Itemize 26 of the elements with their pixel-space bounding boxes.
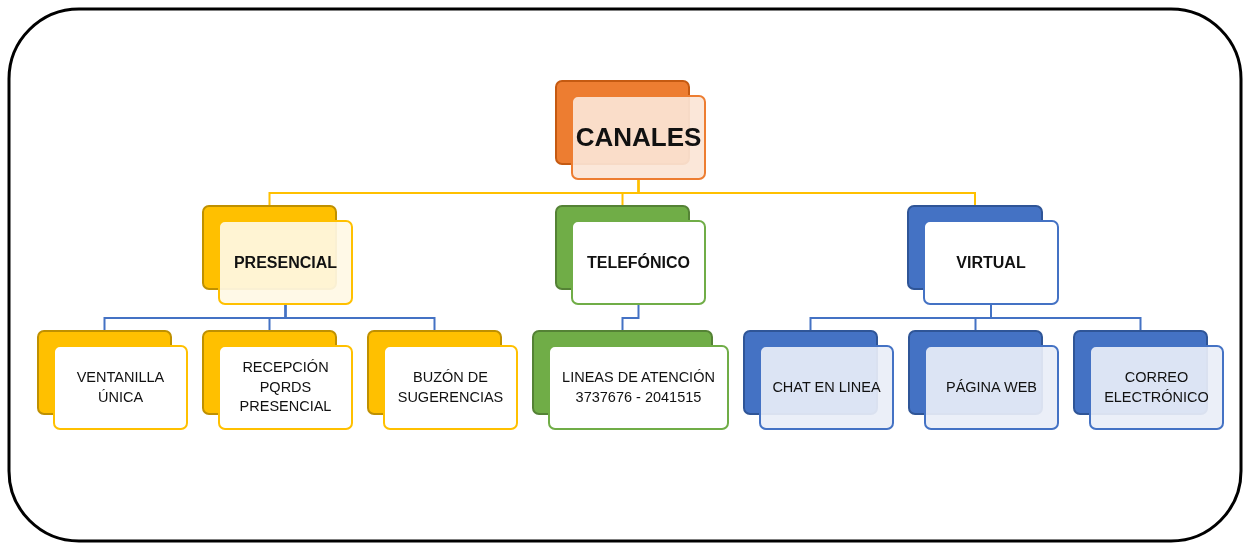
box-label: CORREO ELECTRÓNICO <box>1103 367 1210 407</box>
stacked-box <box>743 330 894 430</box>
box-label: LINEAS DE ATENCIÓN 3737676 - 2041515 <box>561 367 716 407</box>
stacked-box <box>1073 330 1224 430</box>
box-label: VENTANILLA ÚNICA <box>75 367 166 407</box>
stacked-box <box>907 205 1059 305</box>
connector-line <box>637 179 976 206</box>
stacked-box <box>202 330 353 430</box>
box-label: TELEFÓNICO <box>585 252 692 273</box>
box-label: PÁGINA WEB <box>944 377 1039 397</box>
stacked-box <box>367 330 518 430</box>
box-label: CHAT EN LINEA <box>771 377 882 397</box>
connector-line <box>621 304 640 331</box>
stacked-box <box>555 205 706 305</box>
box-label: BUZÓN DE SUGERENCIAS <box>396 367 505 407</box>
stacked-box <box>202 205 353 305</box>
stacked-box <box>37 330 188 430</box>
stacked-box <box>908 330 1059 430</box>
box-label: VIRTUAL <box>955 252 1027 273</box>
box-label: CANALES <box>574 120 703 154</box>
connector-line <box>284 304 436 331</box>
box-label: RECEPCIÓN PQRDS PRESENCIAL <box>238 358 333 417</box>
stacked-box <box>532 330 729 430</box>
stacked-box <box>555 80 706 180</box>
connector-line <box>990 304 1142 331</box>
box-label: PRESENCIAL <box>232 252 339 273</box>
